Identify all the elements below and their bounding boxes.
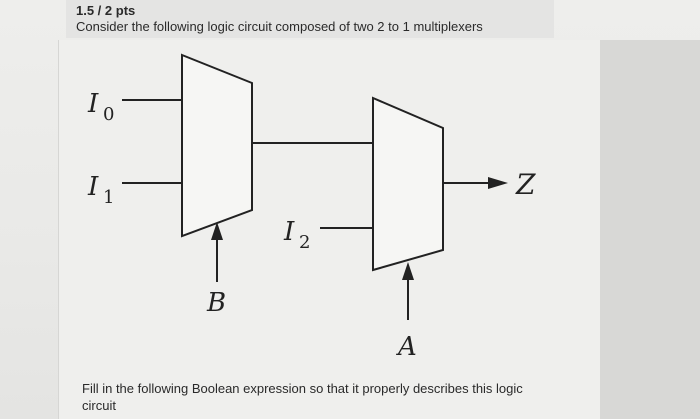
left-multiplexer (181, 53, 253, 238)
fill-in-instruction: Fill in the following Boolean expression… (82, 381, 523, 413)
side-margin (600, 40, 700, 419)
label-i1-subscript: 1 (103, 187, 114, 208)
label-i2-subscript: 2 (299, 232, 310, 253)
label-select-b: B (206, 288, 226, 318)
label-i1: I (87, 172, 99, 202)
question-header (66, 0, 554, 38)
select-a-arrow (402, 262, 414, 280)
points-label: 1.5 / 2 pts (76, 3, 136, 18)
right-multiplexer (372, 96, 444, 272)
question-body (58, 40, 602, 419)
label-i0-subscript: 0 (103, 104, 114, 125)
label-i0: I (87, 89, 99, 119)
label-select-a: A (396, 332, 417, 362)
label-output-z: Z (515, 168, 536, 201)
question-text: Consider the following logic circuit com… (76, 19, 483, 34)
label-i2: I (283, 217, 295, 247)
select-b-arrow (211, 222, 223, 240)
output-arrow (488, 177, 508, 189)
